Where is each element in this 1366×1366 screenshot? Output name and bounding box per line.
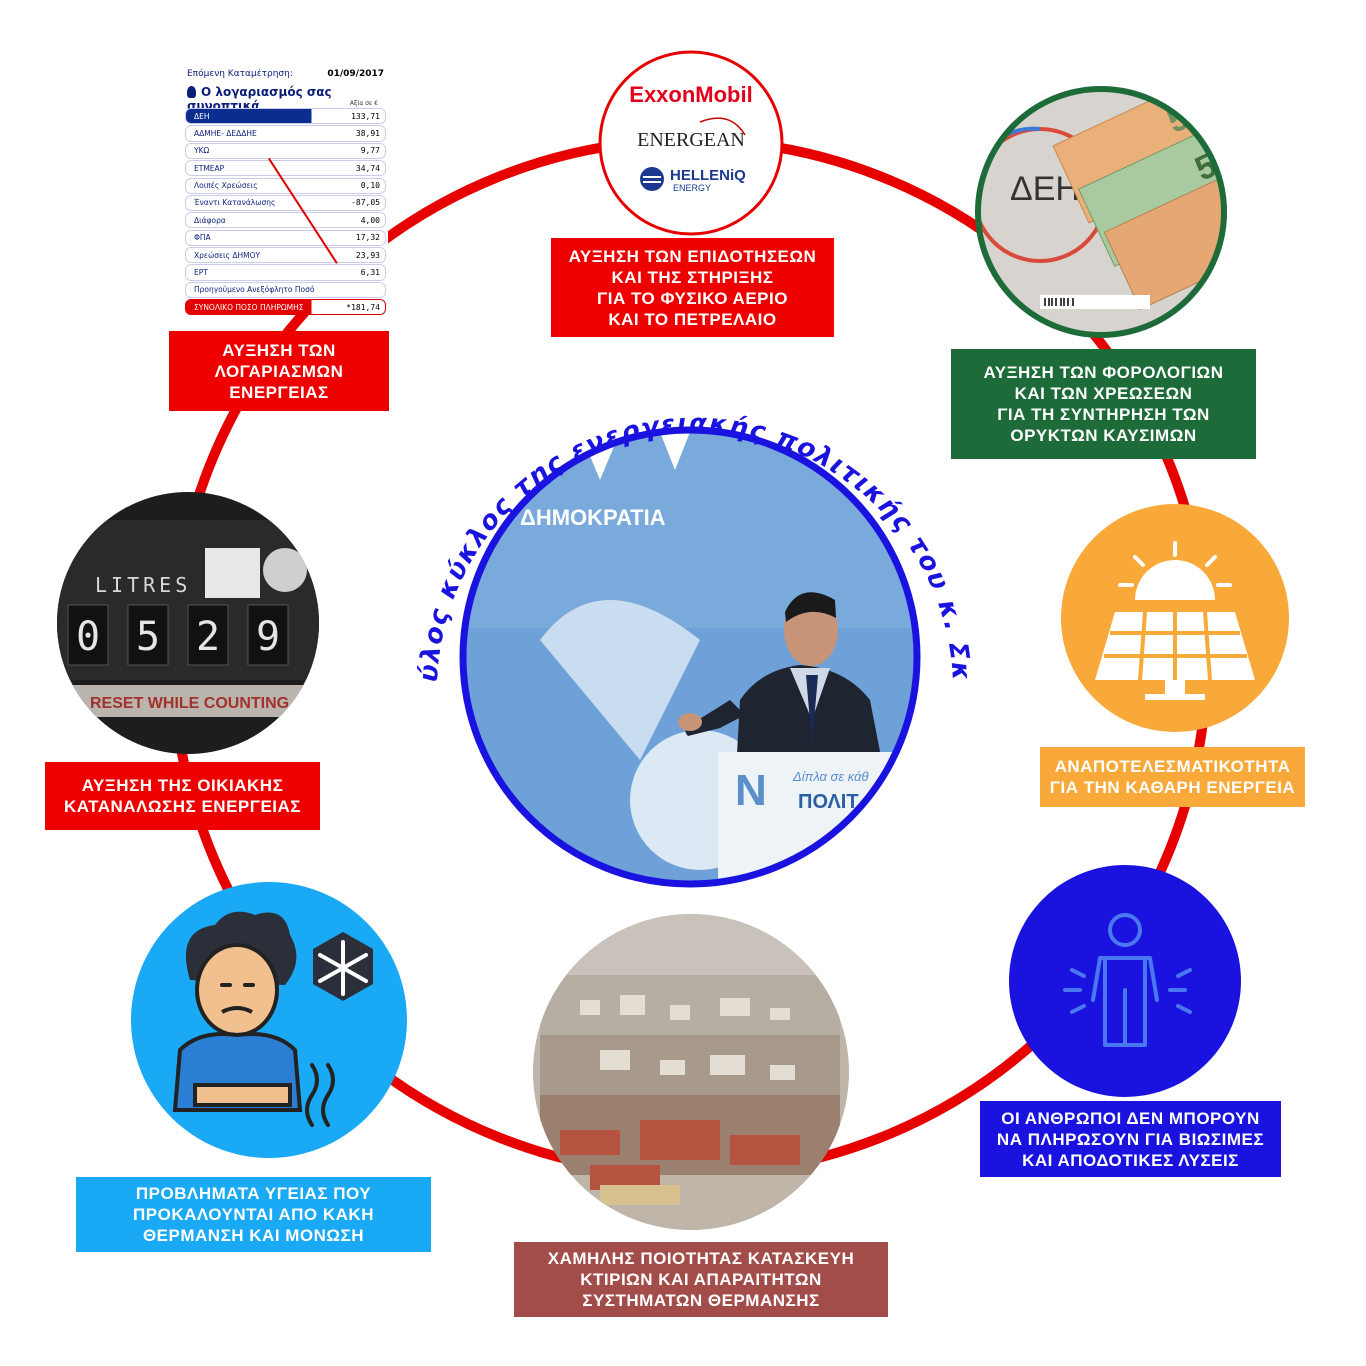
bill-row: ΦΠΑ 17,32 xyxy=(185,229,386,246)
podium-text-2: ΠΟΛΙΤ xyxy=(798,791,859,813)
bill-row-amount: 23,93 xyxy=(355,250,380,260)
next-reading-date: 01/09/2017 xyxy=(327,69,384,79)
helleniq-energy-logo: ENERGY xyxy=(673,183,711,193)
label-consumption: ΑΥΞΗΣΗ ΤΗΣ ΟΙΚΙΑΚΗΣ ΚΑΤΑΝΑΛΩΣΗΣ ΕΝΕΡΓΕΙΑ… xyxy=(45,762,320,830)
label-cannot-pay: ΟΙ ΑΝΘΡΩΠΟΙ ΔΕΝ ΜΠΟΡΟΥΝ ΝΑ ΠΛΗΡΩΣΟΥΝ ΓΙΑ… xyxy=(980,1101,1281,1177)
bill-row: ΥΚΩ 9,77 xyxy=(185,142,386,159)
label-buildings: ΧΑΜΗΛΗΣ ΠΟΙΟΤΗΤΑΣ ΚΑΤΑΣΚΕΥΗ ΚΤΙΡΙΩΝ ΚΑΙ … xyxy=(514,1242,888,1317)
bill-row-label: ΣΥΝΟΛΙΚΟ ΠΟΣΟ ΠΛΗΡΩΜΗΣ xyxy=(194,302,304,312)
bill-row-amount: 6,31 xyxy=(360,267,380,277)
label-subsidies: ΑΥΞΗΣΗ ΤΩΝ ΕΠΙΔΟΤΗΣΕΩΝ ΚΑΙ ΤΗΣ ΣΤΗΡΙΞΗΣ … xyxy=(551,238,834,337)
bill-row-label: Έναντι Κατανάλωσης xyxy=(194,198,276,208)
backdrop-text: ΔΗΜΟΚΡΑΤΙΑ xyxy=(520,505,666,530)
bill-row: Λοιπές Χρεώσεις 0,10 xyxy=(185,177,386,194)
bill-row: Προηγούμενο Ανεξόφλητο Ποσό xyxy=(185,281,386,298)
bill-row: ΑΔΜΗΕ- ΔΕΔΔΗΕ 38,91 xyxy=(185,125,386,142)
bill-row-label: ΔΕΗ xyxy=(194,111,210,121)
bulb-icon xyxy=(187,86,196,98)
next-reading-label: Επόμενη Καταμέτρηση: xyxy=(187,69,293,79)
energean-logo: ENERGEAN xyxy=(637,129,745,151)
bill-row-label: Χρεώσεις ΔΗΜΟΥ xyxy=(194,250,261,260)
currency-note: Αξία σε € xyxy=(349,100,378,107)
podium-logo: N xyxy=(735,766,767,815)
bill-row-label: ΦΠΑ xyxy=(194,233,211,243)
exxonmobil-logo: ExxonMobil xyxy=(629,82,752,107)
bill-row: ΕΤΜΕΑΡ 34,74 xyxy=(185,160,386,177)
meter-photo: LITRES 0 5 2 9 RESET WHILE COUNTING xyxy=(57,492,319,754)
label-bill-increase: ΑΥΞΗΣΗ ΤΩΝ ΛΟΓΑΡΙΑΣΜΩΝ ΕΝΕΡΓΕΙΑΣ xyxy=(169,331,389,411)
cold-person-icon xyxy=(131,882,407,1158)
bill-row-label: ΥΚΩ xyxy=(194,146,210,156)
bill-row-amount: 17,32 xyxy=(355,233,380,243)
meter-digit-1: 0 xyxy=(76,614,100,660)
label-clean-energy: ΑΝΑΠΟΤΕΛΕΣΜΑΤΙΚΟΤΗΤΑ ΓΙΑ ΤΗΝ ΚΑΘΑΡΗ ΕΝΕΡ… xyxy=(1040,747,1305,807)
bill-row: ΕΡΤ 6,31 xyxy=(185,264,386,281)
person-icon xyxy=(1009,865,1241,1097)
bill-row-amount: 34,74 xyxy=(355,163,380,173)
bill-row: Διάφορα 4,00 xyxy=(185,212,386,229)
meter-digit-3: 2 xyxy=(196,614,220,660)
meter-digit-2: 5 xyxy=(136,614,160,660)
meter-unit: LITRES xyxy=(95,573,191,597)
city-photo xyxy=(533,914,849,1230)
bill-row: Έναντι Κατανάλωσης -87,05 xyxy=(185,194,386,212)
bill-row-label: Προηγούμενο Ανεξόφλητο Ποσό xyxy=(194,285,315,295)
electricity-bill: Επόμενη Καταμέτρηση: 01/09/2017 Ο λογαρι… xyxy=(183,63,388,317)
bill-row-amount: 4,00 xyxy=(360,215,380,225)
bill-row-amount: *181,74 xyxy=(346,302,380,312)
helleniq-logo: HELLENiQ xyxy=(670,167,746,184)
podium-text: Δίπλα σε κάθ xyxy=(792,769,869,784)
bill-row: Χρεώσεις ΔΗΜΟΥ 23,93 xyxy=(185,247,386,264)
bill-row-label: ΑΔΜΗΕ- ΔΕΔΔΗΕ xyxy=(194,128,257,138)
solar-panel-icon xyxy=(1061,504,1289,732)
bill-row-label: ΕΡΤ xyxy=(194,267,208,277)
label-fossil-taxes: ΑΥΞΗΣΗ ΤΩΝ ΦΟΡΟΛΟΓΙΩΝ ΚΑΙ ΤΩΝ ΧΡΕΩΣΕΩΝ Γ… xyxy=(951,349,1256,459)
bill-row-amount: 133,71 xyxy=(351,111,380,121)
meter-plate: RESET WHILE COUNTING xyxy=(90,695,289,712)
bill-row-amount: 0,10 xyxy=(360,181,380,191)
bill-row: ΔΕΗ 133,71 xyxy=(185,108,386,125)
meter-digit-4: 9 xyxy=(256,614,280,660)
bill-row-amount: 38,91 xyxy=(355,128,380,138)
bill-row-label: Λοιπές Χρεώσεις xyxy=(194,181,258,191)
energy-companies-logos: ExxonMobil ENERGEAN HELLENiQ ENERGY xyxy=(598,50,784,236)
deh-banknotes-photo: ΔΕΗ 50 50 xyxy=(978,89,1224,335)
bill-row-label: Διάφορα xyxy=(194,215,226,225)
bill-row-label: ΕΤΜΕΑΡ xyxy=(194,163,225,173)
bill-row-amount: 9,77 xyxy=(360,146,380,156)
bill-row-amount: -87,05 xyxy=(351,198,380,208)
bill-row: ΣΥΝΟΛΙΚΟ ΠΟΣΟ ΠΛΗΡΩΜΗΣ *181,74 xyxy=(185,299,386,316)
label-health: ΠΡΟΒΛΗΜΑΤΑ ΥΓΕΙΑΣ ΠΟΥ ΠΡΟΚΑΛΟΥΝΤΑΙ ΑΠΟ Κ… xyxy=(76,1177,431,1252)
